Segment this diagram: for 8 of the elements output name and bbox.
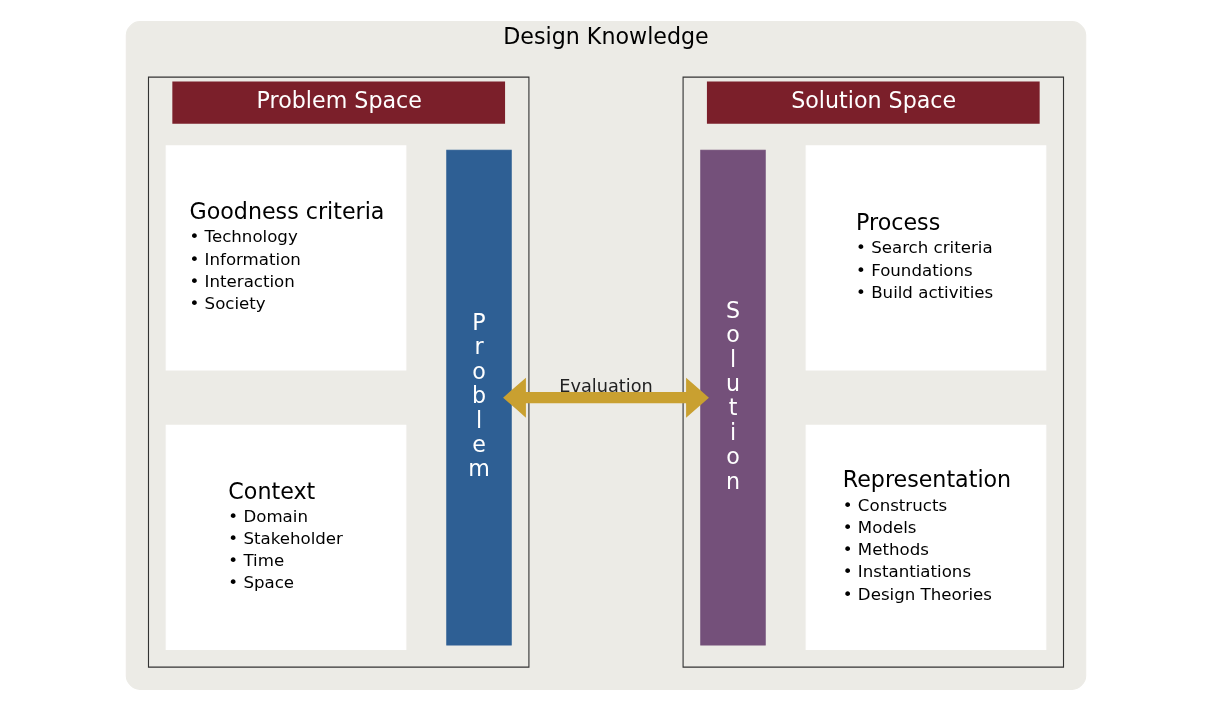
arrow: [503, 377, 709, 418]
node-box: Problem: [446, 149, 512, 646]
edge-label: Evaluation: [559, 375, 653, 396]
node-box: Solution: [700, 149, 766, 646]
node-box: Goodness criteria • Technology • Information • Interaction • Society: [165, 145, 407, 371]
node-box: Representation • Constructs • Models • Methods • Instantiations • Design Theories: [805, 424, 1047, 650]
node-box: Process • Search criteria • Foundations • Build activities: [805, 145, 1047, 371]
node-box: Context • Domain • Stakeholder • Time • Space: [165, 424, 407, 650]
